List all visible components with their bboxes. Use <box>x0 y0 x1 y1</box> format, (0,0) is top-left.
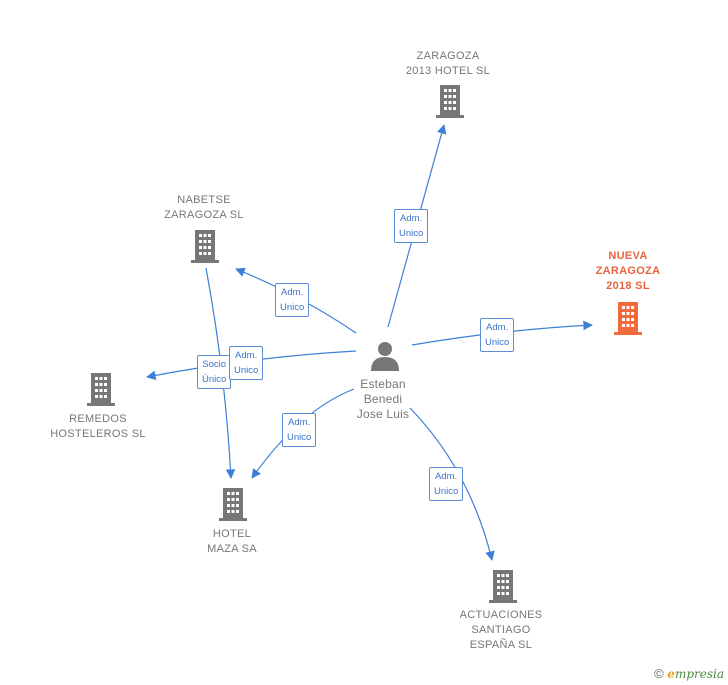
node-label-hotel-maza[interactable]: HOTEL MAZA SA <box>207 528 257 555</box>
node-label-nabetse[interactable]: NABETSE ZARAGOZA SL <box>164 194 244 221</box>
edge-label-zaragoza-2013: Adm. Unico <box>394 209 429 243</box>
node-label-nueva-zaragoza[interactable]: NUEVA ZARAGOZA 2018 SL <box>595 250 661 292</box>
person-icon <box>371 342 399 371</box>
brand-initial: e <box>667 667 675 681</box>
empresia-watermark: © empresia <box>654 666 724 681</box>
edge-label-hotel-maza: Adm. Unico <box>282 413 317 447</box>
edge-label-nabetse: Adm. Unico <box>275 283 310 317</box>
edge-label-socio-unico: Socio Único <box>197 355 232 389</box>
edge-label-nueva-zaragoza: Adm. Unico <box>480 318 515 352</box>
node-label-remedos[interactable]: REMEDOS HOSTELEROS SL <box>50 413 146 440</box>
brand-name: mpresia <box>674 667 724 681</box>
node-label-person[interactable]: Esteban Benedi Jose Luis <box>356 377 410 421</box>
node-label-actuaciones[interactable]: ACTUACIONES SANTIAGO ESPAÑA SL <box>459 609 543 651</box>
edge-label-remedos: Adm. Unico <box>229 346 264 380</box>
brand-logo: empresia <box>667 667 724 681</box>
edge-label-actuaciones: Adm. Unico <box>429 467 464 501</box>
copyright-symbol: © <box>654 666 664 681</box>
node-label-zaragoza-2013[interactable]: ZARAGOZA 2013 HOTEL SL <box>405 50 491 77</box>
